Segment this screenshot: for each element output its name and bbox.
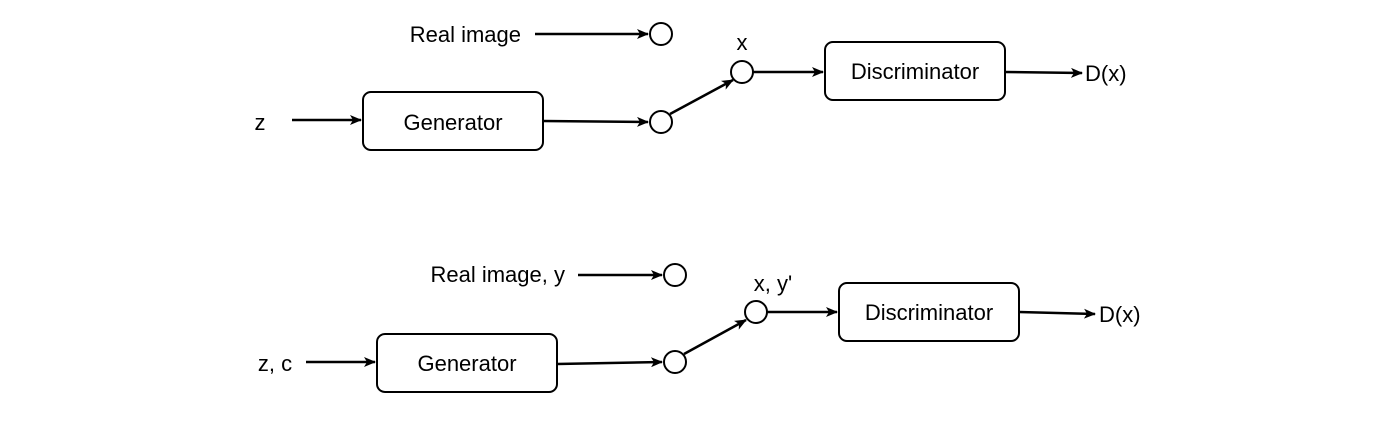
switch-arrow bbox=[683, 318, 747, 356]
merge-label: x, y' bbox=[754, 271, 792, 296]
generated-node bbox=[663, 350, 687, 374]
merge-label: x bbox=[737, 30, 748, 55]
merge-node bbox=[730, 60, 754, 84]
generated-node bbox=[649, 110, 673, 134]
generator-label: Generator bbox=[417, 351, 516, 376]
conditional-gan-diagram: Real image, y x, y' Discriminator D(x) z… bbox=[258, 262, 1141, 393]
gan-diagram: Real image x Discriminator D(x) z Genera… bbox=[255, 22, 1127, 151]
merge-node bbox=[744, 300, 768, 324]
generator-label: Generator bbox=[403, 110, 502, 135]
real-image-node bbox=[649, 22, 673, 46]
real-image-node bbox=[663, 263, 687, 287]
input-label: z bbox=[255, 110, 266, 135]
generator-output-arrow bbox=[542, 116, 649, 127]
discriminator-label: Discriminator bbox=[851, 59, 979, 84]
discriminator-label: Discriminator bbox=[865, 300, 993, 325]
discriminator-box bbox=[824, 41, 1006, 101]
generator-output-arrow bbox=[556, 357, 663, 368]
output-label: D(x) bbox=[1085, 61, 1127, 86]
input-label: z, c bbox=[258, 351, 292, 376]
real-image-label: Real image, y bbox=[430, 262, 565, 287]
discriminator-output-arrow bbox=[1004, 67, 1083, 78]
discriminator-output-arrow bbox=[1018, 308, 1096, 319]
output-label: D(x) bbox=[1099, 302, 1141, 327]
real-image-label: Real image bbox=[410, 22, 521, 47]
switch-arrow bbox=[669, 78, 734, 116]
